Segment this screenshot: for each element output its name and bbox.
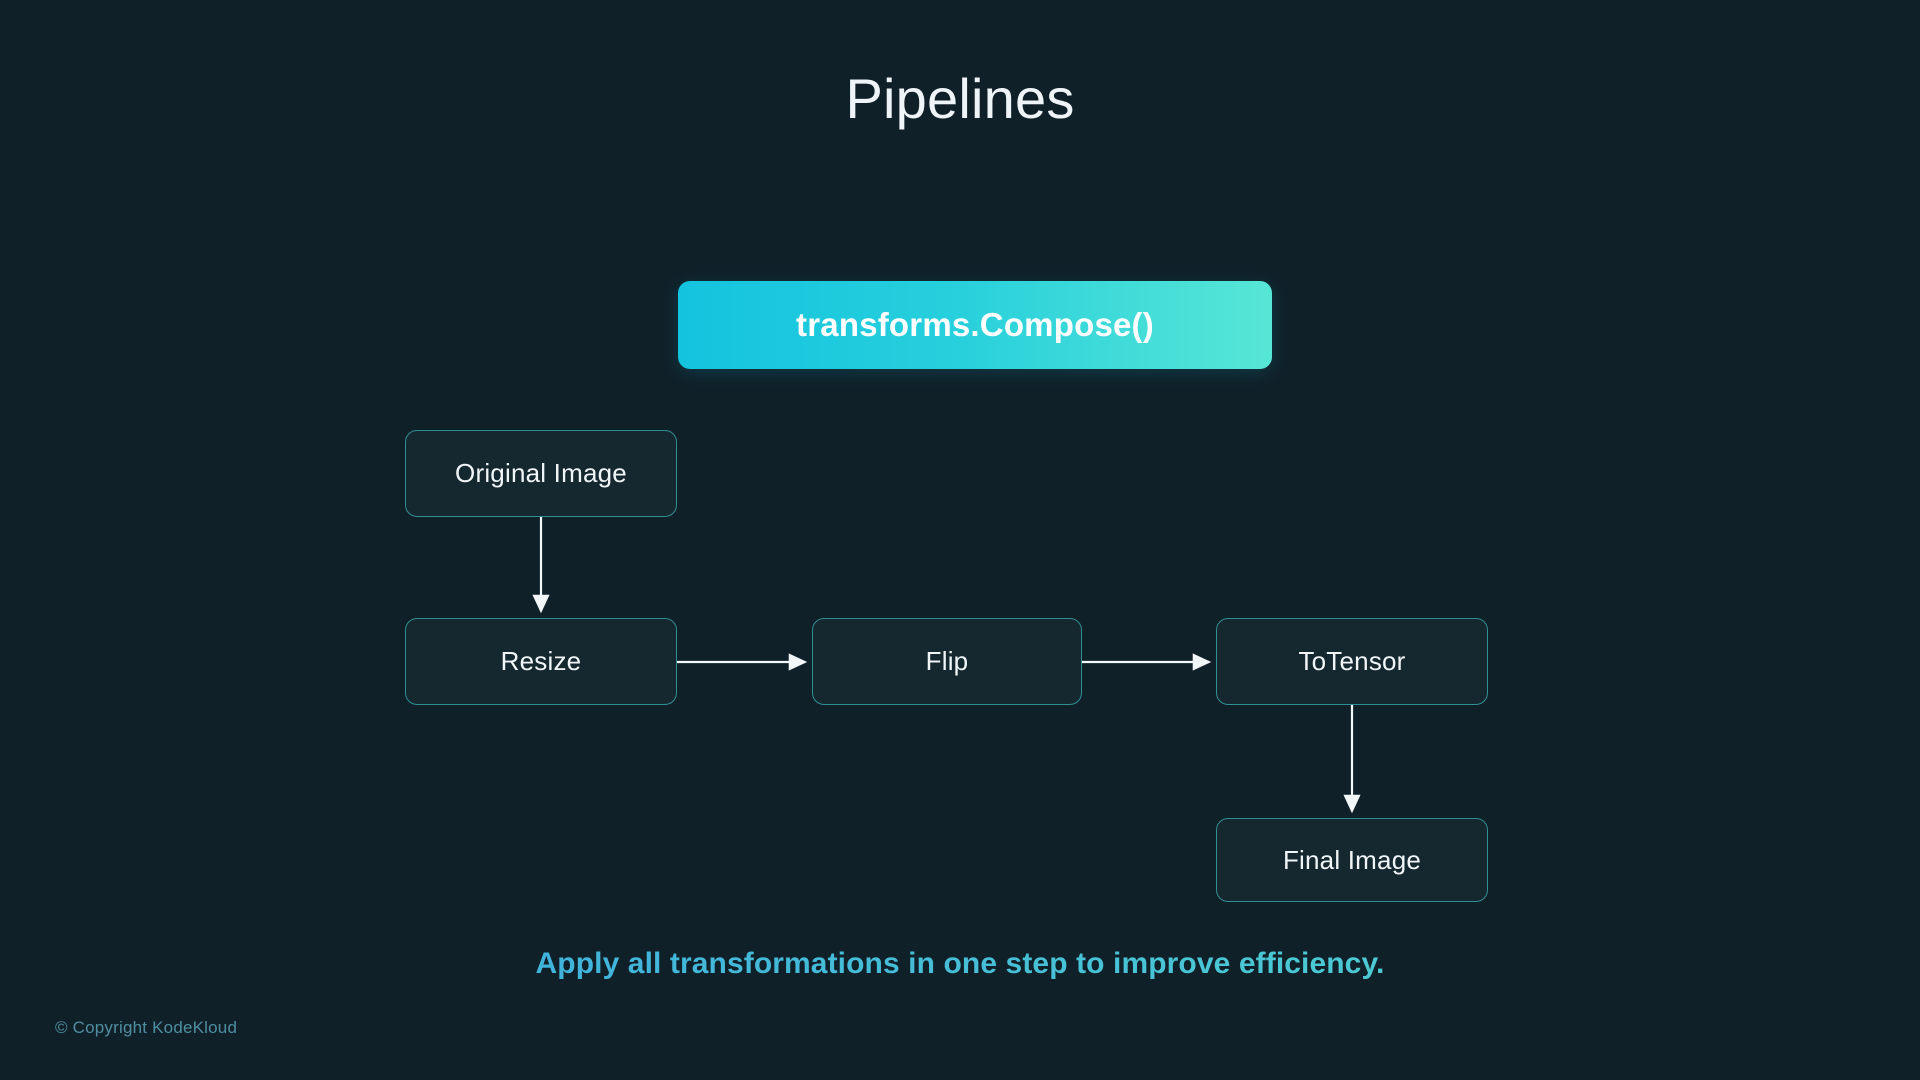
flow-node-totensor: ToTensor bbox=[1216, 618, 1488, 705]
flow-node-label: Flip bbox=[925, 646, 969, 676]
footer-copyright: © Copyright KodeKloud bbox=[55, 1018, 238, 1037]
flow-node-flip: Flip bbox=[812, 618, 1082, 705]
flow-node-original-image: Original Image bbox=[405, 430, 677, 517]
transforms-compose-banner: transforms.Compose() bbox=[678, 281, 1272, 369]
flow-node-resize: Resize bbox=[405, 618, 677, 705]
flow-node-label: Final Image bbox=[1282, 844, 1422, 875]
flow-node-final-image: Final Image bbox=[1216, 818, 1488, 902]
flow-node-label: ToTensor bbox=[1298, 646, 1406, 676]
page-title: Pipelines bbox=[845, 67, 1075, 130]
flow-node-label: Resize bbox=[500, 646, 582, 676]
transforms-compose-label: transforms.Compose() bbox=[796, 306, 1154, 343]
slide-caption: Apply all transformations in one step to… bbox=[0, 947, 1920, 981]
flow-node-label: Original Image bbox=[455, 458, 627, 488]
